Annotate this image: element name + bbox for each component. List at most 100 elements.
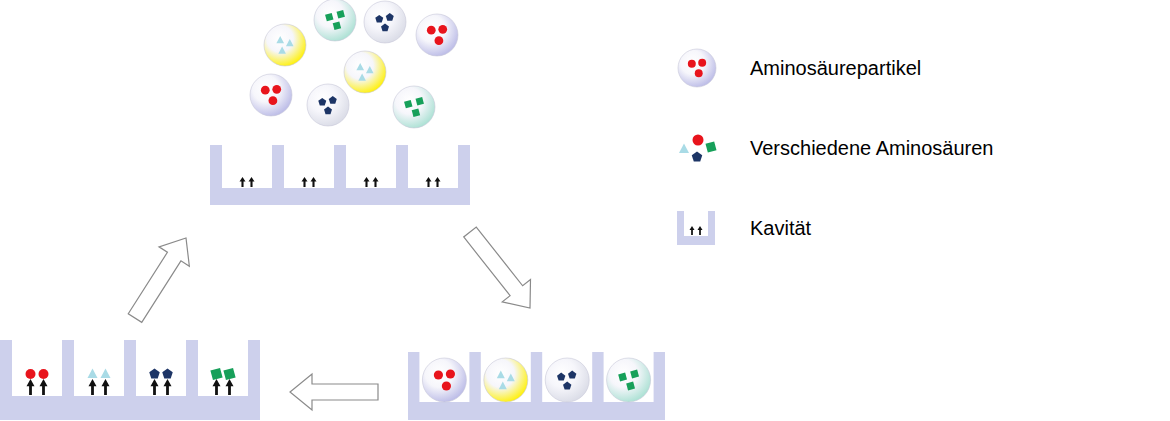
plate-body [677, 211, 715, 245]
amino-acid-square [705, 141, 716, 152]
particle-sphere [250, 74, 292, 116]
amino-acid-circle [434, 370, 443, 379]
receptor-arrow [89, 379, 97, 395]
legend-cavity [677, 211, 715, 245]
receptor-arrow [164, 379, 172, 395]
receptor-arrow [102, 379, 110, 395]
amino-acid-pentagon [568, 371, 576, 379]
cavity-well [408, 145, 458, 188]
amino-acid-circle [438, 25, 447, 34]
amino-acid-pentagon [563, 382, 571, 390]
receptor-arrow [435, 177, 441, 187]
particle-sphere [344, 51, 386, 93]
amino-acid-square [416, 97, 424, 105]
amino-acid-circle [427, 26, 436, 35]
particle-sphere [364, 1, 406, 43]
amino-acid-triangle [507, 374, 515, 382]
amino-acid-triangle [679, 144, 689, 154]
receptor-arrow [213, 379, 221, 395]
cavity-well [684, 211, 708, 236]
cavity-well [12, 340, 62, 396]
cycle-arrow [464, 227, 531, 308]
receptor-arrow [240, 177, 246, 187]
amino-acid-square [223, 368, 235, 380]
amino-acid-triangle [88, 369, 98, 379]
amino-acid-pentagon [318, 98, 326, 106]
legend-label: Aminosäurepartikel [750, 56, 921, 80]
amino-acid-particle [545, 358, 589, 402]
amino-acid-circle [261, 86, 270, 95]
receptor-arrow [426, 177, 432, 187]
legend-label: Kavität [750, 216, 811, 240]
cavity-well [222, 145, 272, 188]
receptor-arrow [373, 177, 379, 187]
amino-acid-pentagon [557, 373, 565, 381]
particle-sphere [607, 358, 651, 402]
amino-acid-square [618, 373, 627, 382]
amino-acid-particle [422, 358, 466, 402]
amino-acid-square [210, 368, 222, 380]
amino-acid-circle [269, 96, 278, 105]
amino-acid-particle [484, 358, 528, 402]
amino-acid-circle [435, 36, 444, 45]
particle-sphere [264, 24, 306, 66]
receptor-arrow [226, 379, 234, 395]
receptor-arrow [364, 177, 370, 187]
amino-acid-circle [26, 369, 36, 379]
amino-acid-square [325, 13, 333, 21]
cavity-plate [0, 340, 260, 420]
amino-acid-triangle [499, 382, 507, 390]
amino-acid-particle [344, 51, 386, 93]
receptor-arrow [698, 226, 703, 235]
particle-sphere [678, 49, 716, 87]
cavity-well [74, 340, 124, 396]
legend-label: Verschiedene Aminosäuren [750, 136, 994, 160]
cavity-well [198, 340, 248, 396]
amino-acid-circle [688, 60, 696, 68]
cavity-well [604, 352, 654, 402]
legend-amino-acids [679, 135, 717, 162]
plate-body [0, 340, 260, 420]
receptor-arrow [151, 379, 159, 395]
receptor-arrow [690, 226, 695, 235]
amino-acid-pentagon [329, 96, 337, 104]
amino-acid-pentagon [375, 15, 383, 23]
amino-acid-triangle [497, 371, 505, 379]
cavity-well [542, 352, 592, 402]
particle-sphere [393, 86, 435, 128]
amino-acid-square [404, 100, 412, 108]
amino-acid-triangle [286, 39, 294, 46]
amino-acid-square [333, 22, 341, 30]
particle-sphere [314, 0, 356, 41]
amino-acid-square [337, 10, 345, 18]
amino-acid-circle [698, 59, 706, 67]
amino-acid-pentagon [386, 13, 394, 21]
amino-acid-square [626, 382, 635, 391]
amino-acid-circle [693, 135, 704, 146]
amino-acid-particle [416, 14, 458, 56]
particle-sphere [422, 358, 466, 402]
cavity-well [136, 340, 186, 396]
amino-acid-particle [393, 86, 435, 128]
cavity-well [481, 352, 531, 402]
cavity-well [419, 352, 469, 402]
cavity-plate [408, 352, 665, 420]
receptor-arrow [249, 177, 255, 187]
particle-sphere [545, 358, 589, 402]
amino-acid-particle [307, 84, 349, 126]
particle-sphere [416, 14, 458, 56]
amino-acid-circle [442, 381, 451, 390]
amino-acid-pentagon [692, 152, 702, 162]
amino-acid-square [630, 370, 639, 379]
cycle-arrow [290, 374, 378, 410]
cavity-plate [210, 145, 470, 205]
amino-acid-circle [39, 369, 49, 379]
cavity-well [346, 145, 396, 188]
amino-acid-particle [678, 49, 716, 87]
amino-acid-pentagon [324, 107, 332, 115]
amino-acid-circle [446, 369, 455, 378]
amino-acid-square [412, 109, 420, 117]
amino-acid-pentagon [162, 369, 172, 379]
